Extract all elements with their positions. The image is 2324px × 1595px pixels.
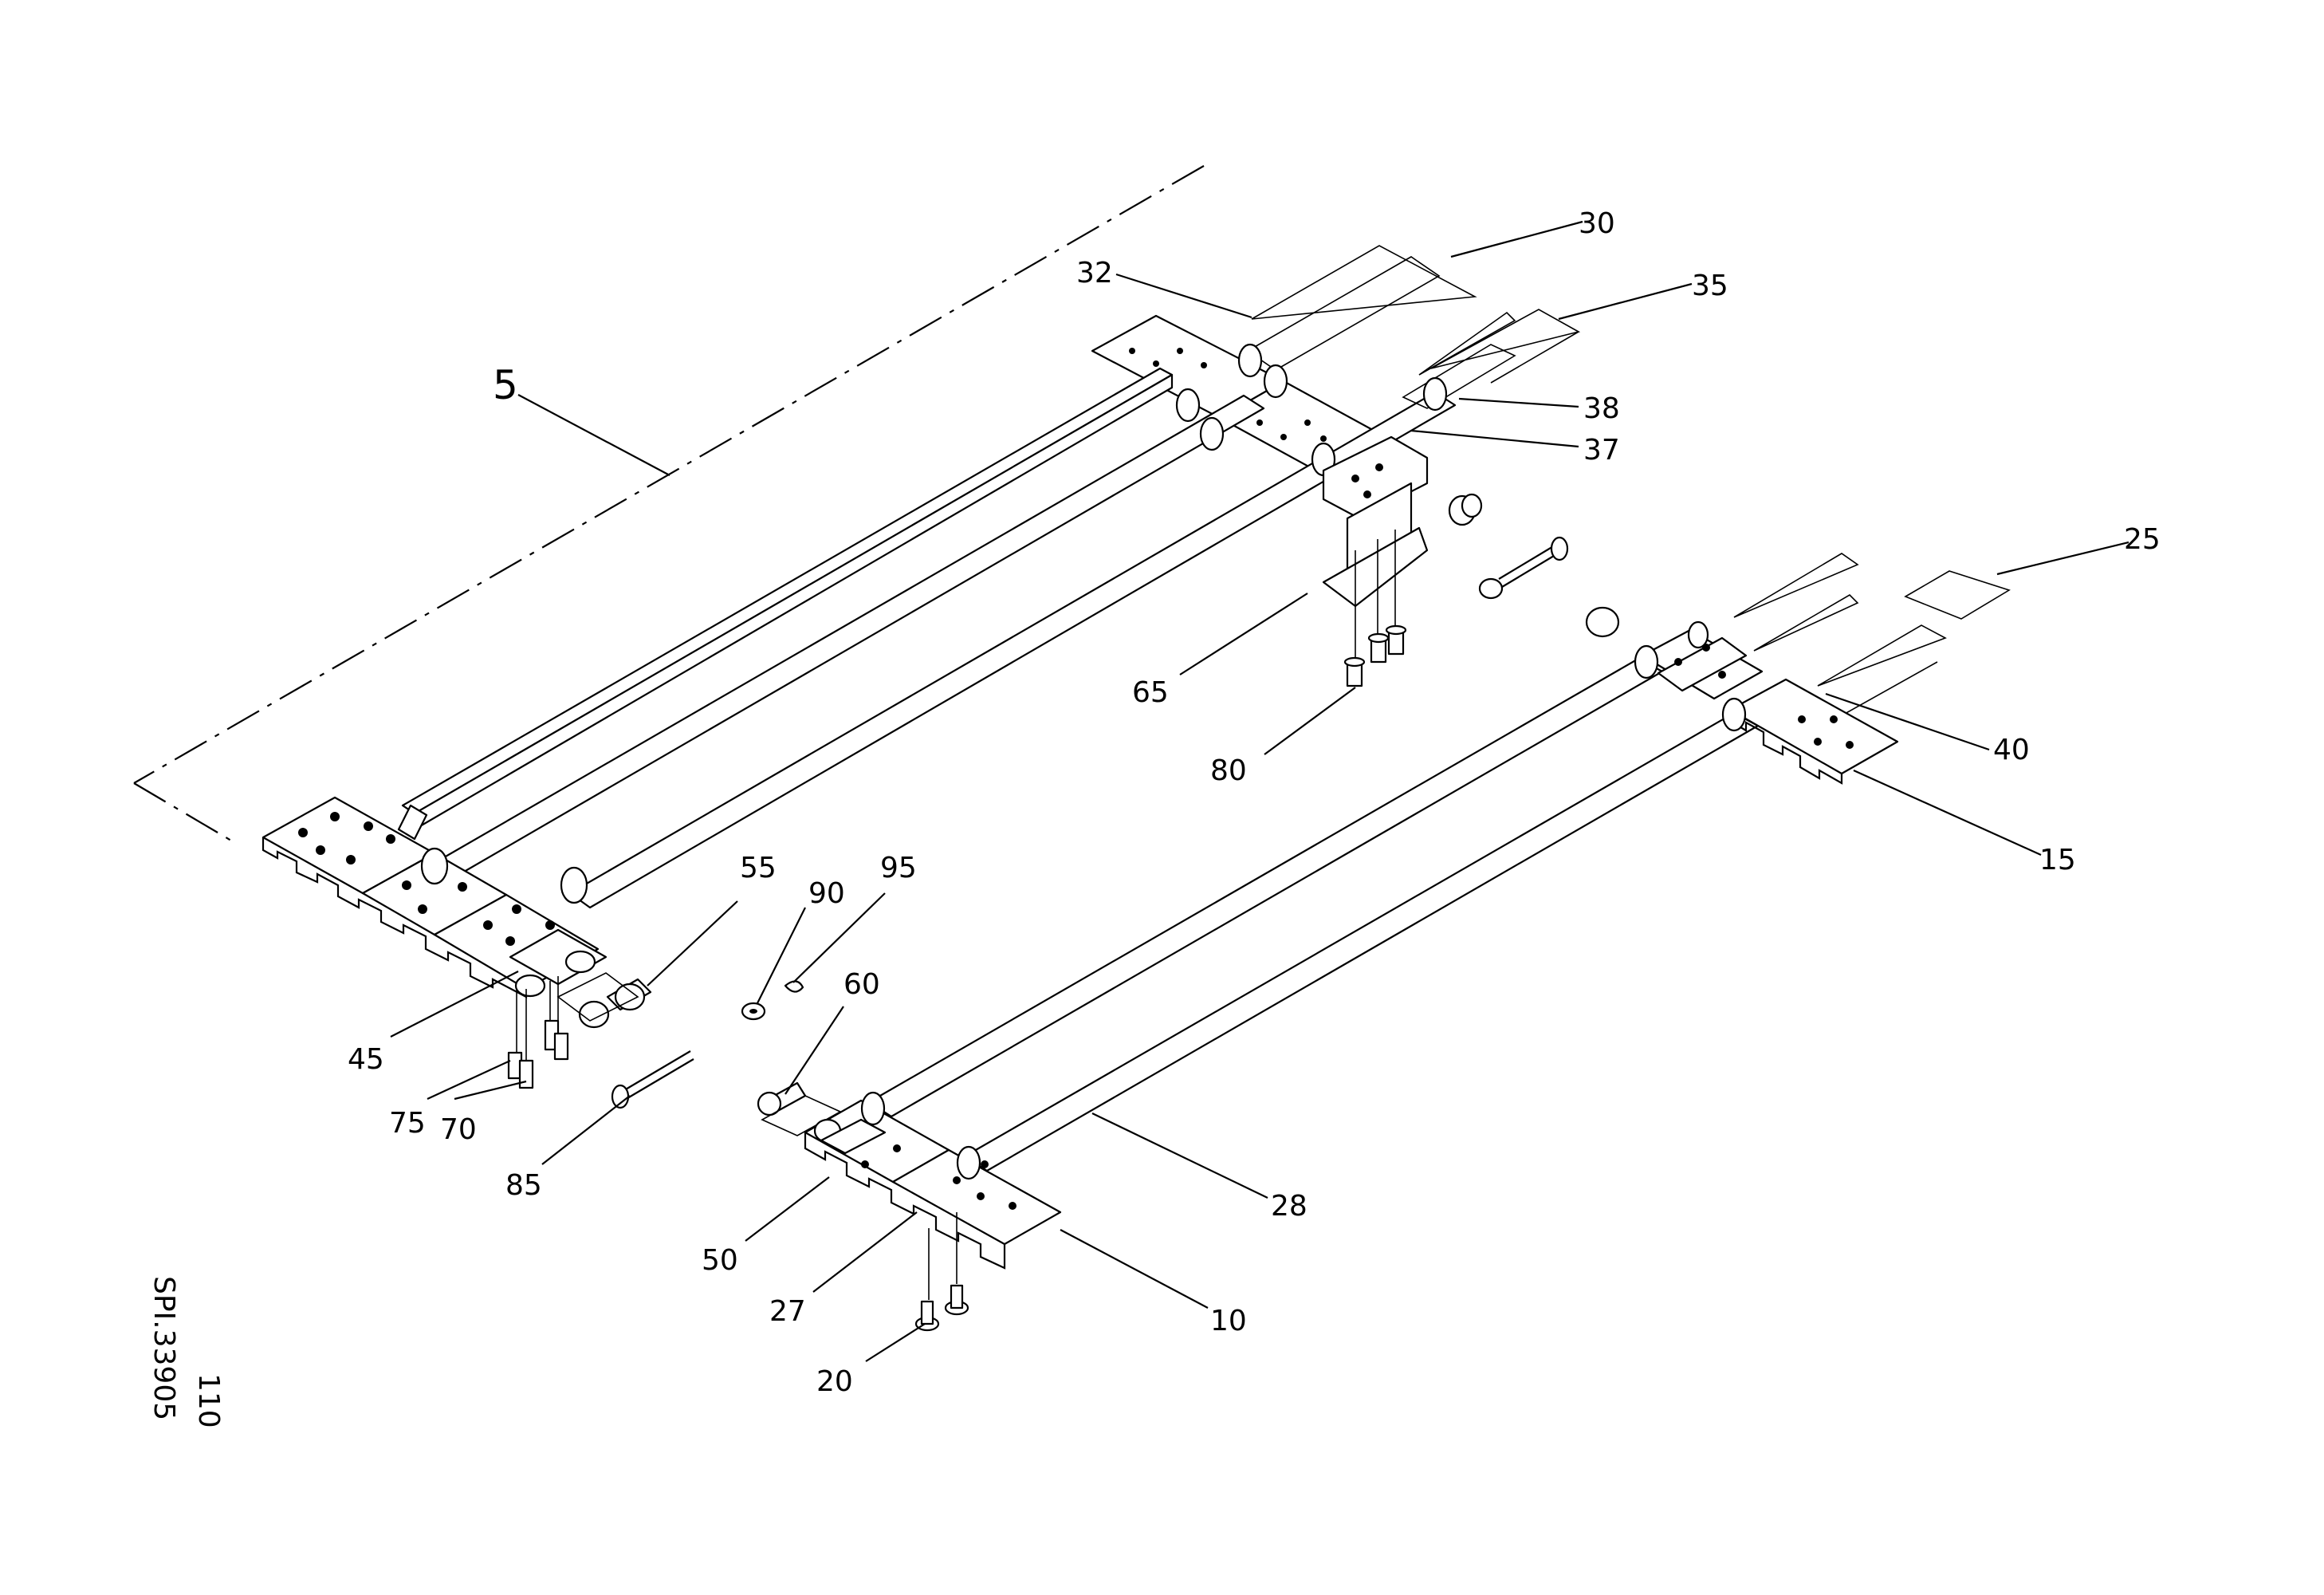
callout-35: 35 bbox=[1692, 270, 1728, 302]
callout-5: 5 bbox=[493, 362, 518, 408]
callout-75: 75 bbox=[389, 1107, 426, 1140]
callout-labels: 5 10 15 20 25 27 28 30 32 35 37 38 40 45… bbox=[348, 207, 2161, 1398]
callout-10: 10 bbox=[1210, 1305, 1247, 1337]
callout-27: 27 bbox=[769, 1295, 806, 1328]
lower-rail-assembly bbox=[804, 553, 2011, 1332]
loose-hardware bbox=[611, 493, 1620, 1136]
callout-95: 95 bbox=[880, 852, 917, 884]
callout-90: 90 bbox=[808, 877, 845, 910]
callout-37: 37 bbox=[1583, 434, 1620, 467]
drawing-code-block: SPI.33905 110 bbox=[147, 1276, 225, 1428]
callout-28: 28 bbox=[1271, 1190, 1307, 1223]
leader-lines bbox=[390, 220, 2129, 1362]
callout-70: 70 bbox=[440, 1113, 477, 1146]
callout-65: 65 bbox=[1132, 676, 1169, 709]
sheet-number: 110 bbox=[192, 1373, 225, 1428]
callout-85: 85 bbox=[505, 1169, 542, 1202]
callout-15: 15 bbox=[2039, 844, 2076, 876]
upper-rail-assembly bbox=[401, 245, 1581, 909]
callout-32: 32 bbox=[1076, 257, 1113, 289]
callout-45: 45 bbox=[348, 1043, 384, 1076]
drawing-code: SPI.33905 bbox=[147, 1276, 180, 1420]
callout-40: 40 bbox=[1993, 734, 2030, 766]
callout-30: 30 bbox=[1579, 207, 1615, 240]
left-end-block bbox=[261, 796, 652, 1089]
callout-50: 50 bbox=[702, 1244, 738, 1277]
callout-55: 55 bbox=[740, 852, 777, 884]
callout-38: 38 bbox=[1583, 392, 1620, 425]
callout-25: 25 bbox=[2124, 523, 2161, 556]
callout-20: 20 bbox=[816, 1365, 853, 1398]
callout-60: 60 bbox=[843, 968, 880, 1001]
callout-80: 80 bbox=[1210, 754, 1247, 787]
